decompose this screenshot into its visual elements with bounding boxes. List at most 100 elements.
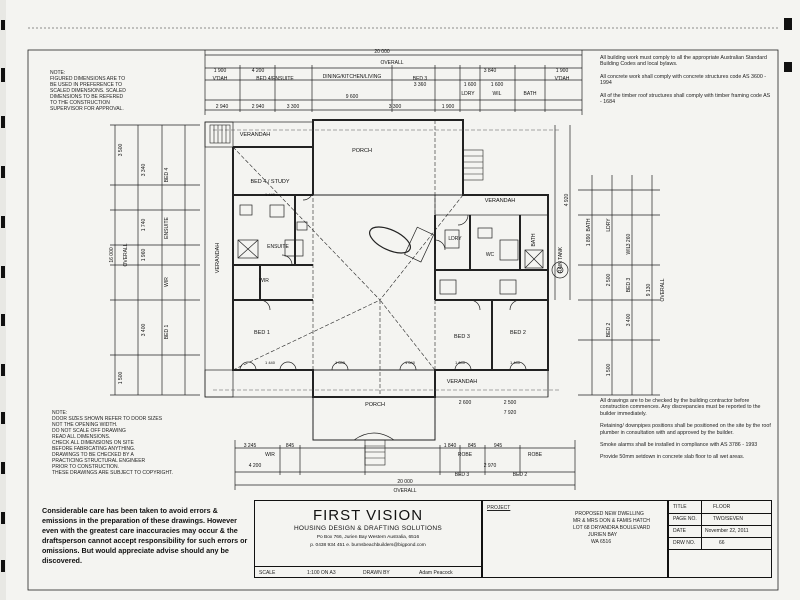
room-label-verandah-top: VERANDAH	[240, 132, 271, 138]
dim-text: 3 260	[626, 234, 632, 247]
note-line: NOT THE OPENING WIDTH.	[52, 422, 118, 428]
project-line: WA 6516	[591, 539, 612, 545]
dim-text: 1 900	[442, 104, 455, 110]
field-row-page: PAGE NO. TWO/SEVEN	[669, 513, 771, 526]
dim-text: 1 890	[586, 234, 592, 247]
dim-text: 2 600	[459, 400, 472, 406]
overall-label-right: OVERALL	[660, 278, 666, 301]
dim-label: BATH	[586, 218, 592, 231]
dim-text: 2 940	[252, 104, 265, 110]
field-label: PAGE NO.	[673, 516, 697, 522]
dim-label: BED 2	[513, 472, 528, 478]
room-label-ldry: LDRY	[448, 236, 462, 242]
note-door-sizes: NOTE: DOOR SIZES SHOWN REFER TO DOOR SIZ…	[52, 410, 173, 476]
binder-mark	[784, 18, 792, 30]
field-value: TWO/SEVEN	[713, 516, 744, 522]
dim-text: 2 940	[216, 104, 229, 110]
binder-mark	[1, 462, 5, 474]
project-line: LOT 68 DRYANDRA BOULEVARD	[573, 525, 651, 531]
dim-label: BED 4	[164, 168, 170, 183]
binder-mark	[1, 116, 5, 128]
room-label-porch-top: PORCH	[352, 148, 372, 154]
dim-label: RAIN TANK	[558, 246, 564, 273]
dim-label: WIL	[626, 245, 632, 254]
dim-label: LDRY	[606, 218, 612, 232]
dim-text: 1 440	[265, 360, 276, 365]
note-line: PRIOR TO CONSTRUCTION.	[52, 464, 120, 470]
dim-label: WIR	[164, 277, 170, 287]
spec-notes-top: All building work must comply to all the…	[600, 55, 772, 111]
note-line: DIMENSIONS TO BE REFERED	[50, 94, 124, 100]
overall-dim-top: 20 000	[374, 49, 390, 55]
drawn-value: Adam Peacock	[419, 570, 453, 576]
binder-mark	[1, 412, 5, 424]
room-label-wir: WIR	[259, 278, 269, 284]
dim-label: BED 4/ENSUITE	[256, 76, 294, 82]
room-label-ensuite: ENSUITE	[267, 244, 289, 250]
title-block-project: PROJECT PROPOSED NEW DWELLING MR & MRS D…	[482, 500, 668, 578]
field-value: November 22, 2011	[705, 528, 749, 534]
binder-mark	[1, 314, 5, 326]
field-label: TITLE	[673, 504, 687, 510]
room-label-bed1: BED 1	[254, 330, 270, 336]
field-value: 66	[719, 540, 725, 546]
binder-mark	[1, 216, 5, 228]
note-line: READ ALL DIMENSIONS.	[52, 434, 111, 440]
title-block-company: FIRST VISION HOUSING DESIGN & DRAFTING S…	[254, 500, 482, 578]
dim-label: V'DAH	[213, 76, 228, 82]
dim-text: 2 500	[606, 274, 612, 287]
dim-label: BED 1	[164, 325, 170, 340]
field-label: DATE	[673, 528, 686, 534]
binder-mark	[1, 68, 5, 82]
binder-mark	[1, 166, 5, 178]
company-tagline: HOUSING DESIGN & DRAFTING SOLUTIONS	[293, 525, 443, 532]
dim-text: 945	[494, 443, 503, 449]
dim-text: 3 300	[389, 104, 402, 110]
dim-text: 1 500	[118, 372, 124, 385]
dim-text: 2 500	[504, 400, 517, 406]
binder-mark	[1, 560, 5, 572]
dim-label: ROBE	[458, 452, 473, 458]
note-line: BE USED IN PREFERENCE TO	[50, 82, 123, 88]
dim-label: BATH	[524, 91, 537, 97]
disclaimer: Considerable care has been taken to avoi…	[42, 506, 248, 565]
company-name: FIRST VISION	[312, 507, 424, 524]
dim-text: 4 200	[252, 68, 265, 74]
overall-label-left: OVERALL	[123, 243, 129, 266]
binder-mark	[1, 364, 5, 376]
dim-label: ROBE	[528, 452, 543, 458]
dim-text: 2 970	[484, 463, 497, 469]
spec-note: All building work must comply to all the…	[600, 55, 767, 68]
dim-label: WIL	[493, 91, 502, 97]
room-label-bath: BATH	[531, 233, 537, 246]
title-block-fields: TITLE FLOOR PAGE NO. TWO/SEVEN DATE Nove…	[668, 500, 772, 578]
dim-text: 7 920	[504, 410, 517, 416]
note-line: CHECK ALL DIMENSIONS ON SITE	[52, 440, 134, 446]
field-row-date: DATE November 22, 2011	[669, 525, 771, 538]
dim-text: 3 400	[626, 314, 632, 327]
spec-note: Smoke alarms shall be installed in compl…	[600, 442, 758, 449]
dim-text: 1 740	[141, 219, 147, 232]
dim-text: 3 360	[414, 82, 427, 88]
note-line: DRAWINGS TO BE CHECKED BY A	[52, 452, 134, 458]
scale-value: 1:100 ON A3	[307, 570, 336, 576]
field-row-title: TITLE FLOOR	[669, 501, 771, 514]
dim-text: 1 640	[405, 360, 416, 365]
project-line: MR & MRS DON & FAMIS HATCH	[573, 518, 650, 524]
dim-text: 4 200	[249, 463, 262, 469]
scale-label: SCALE	[259, 570, 276, 576]
note-line: DO NOT SCALE OFF DRAWING	[52, 428, 126, 434]
spec-note: All concrete work shall comply with conc…	[600, 73, 767, 87]
dim-text: 1 440	[265, 192, 276, 197]
room-label-wc: WC	[486, 252, 495, 258]
dim-text: 4 920	[564, 194, 570, 207]
room-label-bed2: BED 2	[510, 330, 526, 336]
field-row-drw: DRW NO. 66	[669, 537, 771, 550]
dim-text: 1 500	[606, 364, 612, 377]
dim-label: V'DAH	[555, 76, 570, 82]
binder-edge-left	[0, 0, 6, 600]
dim-text: 1 640	[335, 360, 346, 365]
spec-notes-bottom: All drawings are to be checked by the bu…	[600, 398, 772, 467]
field-divider	[701, 501, 702, 549]
